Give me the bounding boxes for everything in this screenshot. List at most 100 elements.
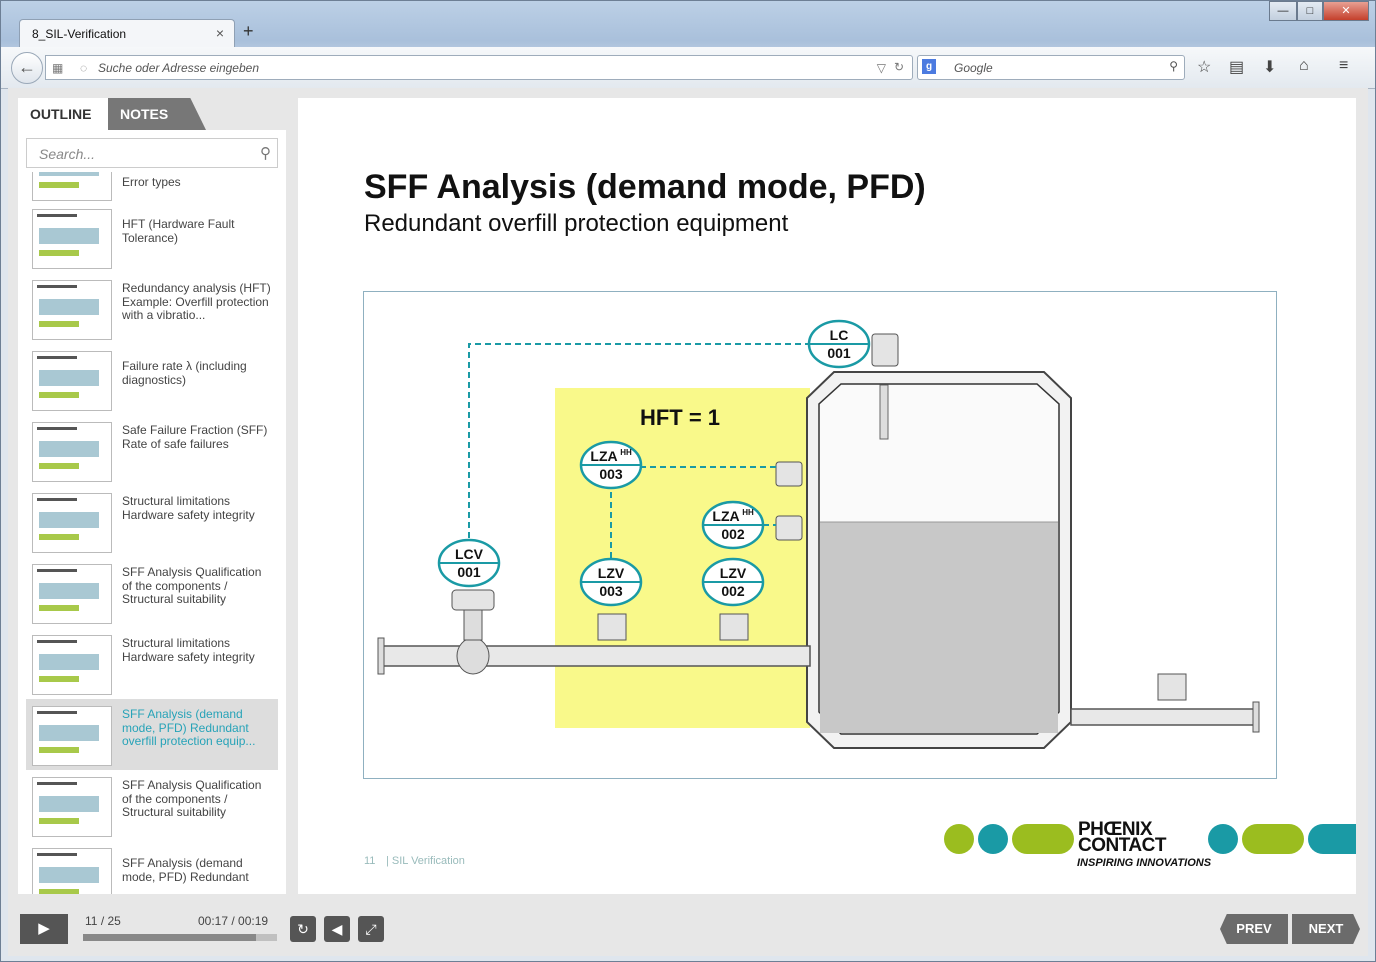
slide-subtitle: Redundant overfill protection equipment — [364, 210, 789, 237]
browser-tab[interactable]: 8_SIL-Verification × — [19, 19, 235, 47]
lza003-sup: HH — [620, 448, 632, 457]
outline-item-title: Failure rate λ (including diagnostics) — [122, 359, 247, 387]
level-switch-002 — [775, 515, 803, 541]
close-window-button[interactable]: ✕ — [1323, 1, 1369, 21]
outline-item[interactable]: Structural limitations Hardware safety i… — [26, 628, 278, 699]
lzv002-num: 002 — [721, 583, 745, 599]
minimize-button[interactable]: — — [1269, 1, 1297, 21]
replay-button[interactable]: ↻ — [290, 916, 316, 942]
identity-icon: ▦ — [52, 61, 64, 75]
lza003-tag: LZA — [590, 448, 617, 464]
address-bar[interactable]: ▦ ◌ Suche oder Adresse eingeben ▽ ↻ — [45, 55, 913, 80]
hft-label: HFT = 1 — [640, 405, 720, 430]
tab-outline[interactable]: OUTLINE — [18, 98, 108, 130]
maximize-button[interactable]: □ — [1297, 1, 1323, 21]
search-icon[interactable]: ⚲ — [1169, 59, 1178, 73]
menu-icon[interactable]: ≡ — [1339, 57, 1349, 74]
back-arrow-icon[interactable]: ← — [11, 52, 43, 84]
outline-item[interactable]: SFF Analysis (demand mode, PFD) Redundan… — [26, 699, 278, 770]
search-icon: ⚲ — [260, 145, 271, 162]
logo-tagline: INSPIRING INNOVATIONS — [1077, 857, 1212, 869]
slide-counter: 11 / 25 — [85, 914, 121, 928]
inlet-pipe — [379, 645, 811, 667]
slide-thumbnail — [32, 422, 112, 482]
slide-thumbnail — [32, 635, 112, 695]
outline-item[interactable]: Error types — [26, 172, 278, 205]
outline-item-title: SFF Analysis (demand mode, PFD) Redundan… — [122, 707, 256, 748]
lza002-tag: LZA — [712, 508, 739, 524]
outlet-valve — [1157, 673, 1187, 701]
slide-thumbnail — [32, 172, 112, 201]
outline-item[interactable]: Failure rate λ (including diagnostics) — [26, 344, 278, 415]
outline-item[interactable]: SFF Analysis Qualification of the compon… — [26, 770, 278, 841]
lza003-num: 003 — [599, 466, 623, 482]
slide-thumbnail — [32, 209, 112, 269]
outline-item[interactable]: SFF Analysis Qualification of the compon… — [26, 557, 278, 628]
outline-item-title: Safe Failure Fraction (SFF) Rate of safe… — [122, 423, 268, 451]
tab-title: 8_SIL-Verification — [32, 27, 127, 41]
volume-button[interactable]: ◀ — [324, 916, 350, 942]
outline-item-title: HFT (Hardware Fault Tolerance) — [122, 217, 235, 245]
shutoff-valve-002 — [719, 613, 749, 641]
slide-thumbnail — [32, 351, 112, 411]
time-counter: 00:17 / 00:19 — [198, 914, 269, 928]
outline-item[interactable]: Redundancy analysis (HFT) Example: Overf… — [26, 273, 278, 344]
tab-notes[interactable]: NOTES — [108, 98, 206, 130]
reload-icon[interactable]: ↻ — [893, 60, 904, 74]
bubble-lza-003: LZA HH 003 — [579, 440, 643, 490]
slide-thumbnail — [32, 493, 112, 553]
outline-item-title: SFF Analysis Qualification of the compon… — [122, 778, 262, 819]
google-icon: g — [922, 59, 936, 74]
progress-bar[interactable] — [83, 934, 277, 941]
search-placeholder: Search... — [39, 146, 96, 162]
lzv002-tag: LZV — [720, 565, 747, 581]
lcv-num: 001 — [457, 564, 481, 580]
outline-item-title: Redundancy analysis (HFT) Example: Overf… — [122, 281, 271, 322]
globe-icon: ◌ — [80, 61, 88, 75]
fullscreen-icon: ⤢ — [365, 921, 377, 937]
search-bar[interactable]: g Google ⚲ — [917, 55, 1185, 80]
outline-item[interactable]: SFF Analysis (demand mode, PFD) Redundan… — [26, 841, 278, 894]
replay-icon: ↻ — [297, 921, 309, 937]
new-tab-button[interactable]: + — [243, 21, 254, 41]
slide-thumbnail — [32, 280, 112, 340]
download-icon[interactable]: ⬇ — [1263, 59, 1277, 76]
bookmark-star-icon[interactable]: ☆ — [1197, 59, 1212, 76]
signal-lines — [468, 343, 808, 558]
search-input[interactable]: Search... ⚲ — [26, 138, 278, 168]
slide-thumbnail — [32, 564, 112, 624]
hft-zone — [555, 388, 810, 728]
bubble-lzv-002: LZV 002 — [701, 557, 765, 607]
lza002-num: 002 — [721, 526, 745, 542]
player-controls: ▶ 11 / 25 00:17 / 00:19 ↻ ◀ ⤢ PREV NEXT — [8, 906, 1368, 956]
progress-fill — [83, 934, 256, 941]
logo-text: PHŒNIX CONTACT — [1078, 819, 1166, 856]
outline-item-title: Structural limitations Hardware safety i… — [122, 494, 255, 522]
next-button[interactable]: NEXT — [1292, 914, 1360, 944]
outlet-pipe — [1070, 708, 1258, 726]
outline-item-title: SFF Analysis (demand mode, PFD) Redundan… — [122, 856, 249, 884]
outline-item-title: Error types — [122, 175, 181, 189]
browser-toolbar: ← ▦ ◌ Suche oder Adresse eingeben ▽ ↻ g … — [1, 47, 1375, 89]
prev-button[interactable]: PREV — [1220, 914, 1288, 944]
reader-icon[interactable]: ▤ — [1229, 59, 1245, 76]
home-icon[interactable]: ⌂ — [1299, 57, 1309, 74]
level-transmitter — [871, 333, 899, 367]
process-diagram: LC 001 LCV 001 LZA HH 003 LZA HH — [363, 291, 1277, 779]
slide-thumbnail — [32, 848, 112, 894]
play-button[interactable]: ▶ — [20, 914, 68, 944]
search-placeholder: Google — [954, 61, 993, 75]
tab-close-icon[interactable]: × — [215, 25, 224, 41]
bubble-lzv-003: LZV 003 — [579, 557, 643, 607]
control-valve — [456, 637, 490, 675]
slide-thumbnail — [32, 706, 112, 766]
outline-item[interactable]: HFT (Hardware Fault Tolerance) — [26, 202, 278, 273]
outline-item[interactable]: Structural limitations Hardware safety i… — [26, 486, 278, 557]
outline-item[interactable]: Safe Failure Fraction (SFF) Rate of safe… — [26, 415, 278, 486]
fullscreen-button[interactable]: ⤢ — [358, 916, 384, 942]
dropdown-arrow-icon[interactable]: ▽ — [876, 61, 886, 75]
outline-item-title: SFF Analysis Qualification of the compon… — [122, 565, 262, 606]
